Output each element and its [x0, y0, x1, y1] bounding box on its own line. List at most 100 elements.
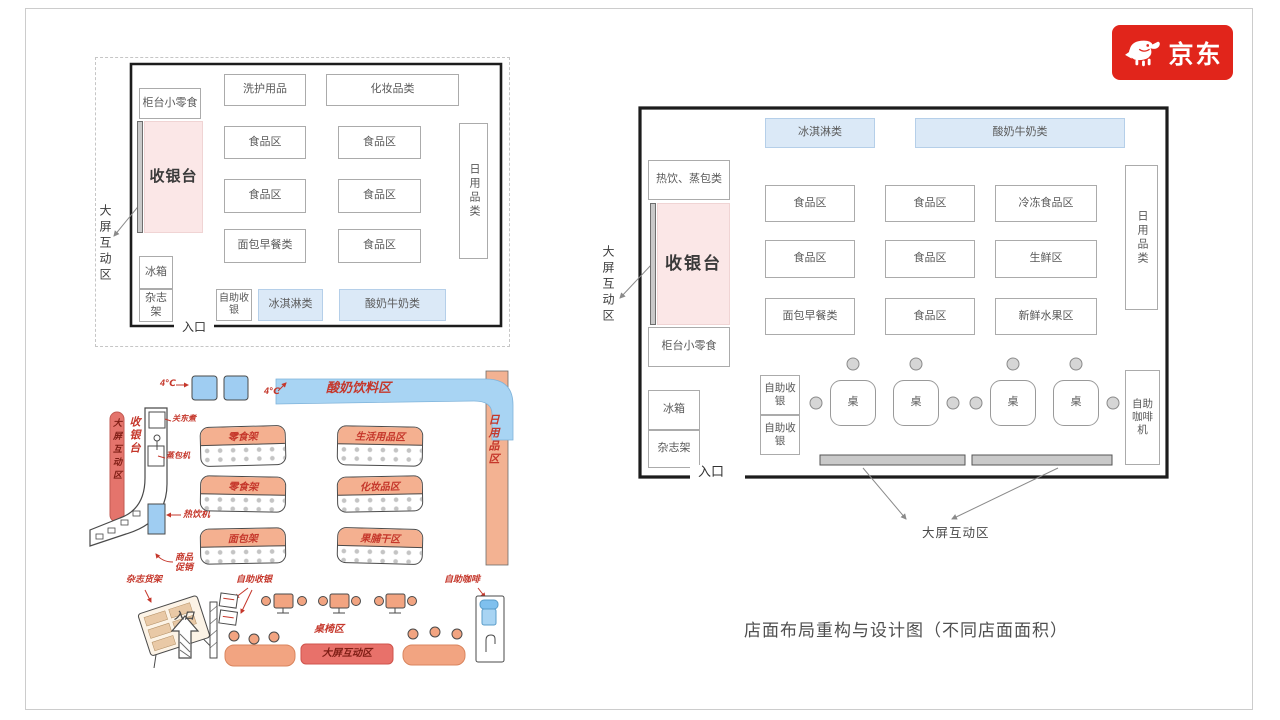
- fresh-food-box: 生鲜区: [995, 240, 1097, 278]
- screen-panel: [819, 454, 966, 466]
- daily-goods-box: 日用品类: [459, 123, 488, 259]
- cashier-box: 收银台: [144, 121, 203, 233]
- big-table: [224, 644, 296, 667]
- cashier-box: 收银台: [657, 203, 730, 325]
- life-goods-label: 生活用品区: [355, 431, 406, 444]
- self-checkout-box: 自助收银: [216, 289, 252, 321]
- food-box: 食品区: [765, 240, 855, 278]
- shelf-products: [200, 443, 286, 467]
- self-coffee-label: 自助咖啡: [444, 574, 481, 584]
- cashier-person: [153, 434, 161, 450]
- coffee-machine-drawing: [475, 595, 505, 663]
- entrance-label: 入口: [176, 320, 212, 334]
- counter-machine: [148, 411, 166, 429]
- big-table: [402, 644, 466, 666]
- screen-zone-box-label: 大屏互动区: [322, 648, 372, 659]
- dried-fruit-label: 果脯干区: [360, 533, 401, 546]
- self-checkout-box: 自助收银: [760, 415, 800, 455]
- cosmetics-box: 化妆品类: [326, 74, 459, 106]
- counter-snacks-box: 柜台小零食: [648, 327, 730, 367]
- annotation-arrows: [144, 382, 486, 614]
- oden-label: 关东煮: [172, 414, 196, 423]
- jd-brand-text: 京东: [1168, 40, 1223, 69]
- bread-breakfast-box: 面包早餐类: [765, 298, 855, 335]
- coffee-machine-box: 自助咖啡机: [1125, 370, 1160, 465]
- shelf-products: [338, 494, 423, 512]
- fridge-box: 冰箱: [139, 256, 173, 289]
- counter-machine: [147, 445, 165, 467]
- entrance-label: 入口: [690, 465, 732, 479]
- daily-goods-label: 日用品区: [487, 414, 499, 466]
- daily-goods-box: 日用品类: [1125, 165, 1158, 310]
- bread-shelf-label: 面包架: [227, 533, 258, 546]
- entrance-arrow: [170, 615, 200, 659]
- cashier-label: 收银台: [149, 167, 198, 185]
- jd-logo: 京东: [1112, 25, 1233, 80]
- screen-zone-box: [300, 643, 394, 665]
- sketch-drawing: [89, 370, 514, 668]
- toiletries-box: 洗护用品: [224, 74, 306, 106]
- store-wall: [129, 62, 503, 328]
- floorplan-large-walls: [619, 106, 1169, 520]
- snack-shelf-label: 零食架: [228, 481, 259, 494]
- snack-shelf-label: 零食架: [227, 431, 258, 444]
- table: 桌: [893, 380, 939, 426]
- self-checkout-box: 自助收银: [760, 375, 800, 415]
- cosmetics-shelf: 化妆品区: [336, 475, 424, 513]
- screen-zone-arrow: [619, 263, 653, 299]
- fridge-4c: [191, 375, 218, 401]
- dried-fruit-shelf: 果脯干区: [336, 526, 424, 566]
- barrier-pole: [209, 601, 218, 659]
- snack-shelf: 零食架: [199, 424, 287, 468]
- interactive-screen-bar: [137, 121, 143, 233]
- fridge-4c: [223, 375, 249, 401]
- cosmetics-label: 化妆品区: [359, 481, 400, 494]
- table: 桌: [990, 380, 1036, 426]
- stools: [228, 596, 463, 645]
- yogurt-drinks-label: 酸奶饮料区: [326, 380, 392, 395]
- promo-label: 商品促销: [174, 552, 193, 573]
- bread-shelf: 面包架: [199, 527, 287, 565]
- magazine-rack-label: 杂志货架: [126, 574, 163, 584]
- shelf-products: [200, 494, 285, 512]
- shelf-products: [201, 546, 286, 564]
- page-frame: [25, 8, 1253, 710]
- promo-items: [95, 510, 141, 540]
- cashier-label: 收银台: [665, 254, 722, 274]
- life-goods-shelf: 生活用品区: [336, 425, 424, 467]
- temp-label: 4℃: [160, 378, 176, 388]
- tables-chairs-label: 桌椅区: [314, 624, 344, 635]
- food-box: 食品区: [338, 229, 421, 263]
- bun-steamer-label: 蒸包机: [166, 451, 190, 460]
- screen-zone-label: 大屏互动区: [601, 245, 615, 325]
- yogurt-milk-box: 酸奶牛奶类: [915, 118, 1125, 148]
- ice-cream-box: 冰淇淋类: [258, 289, 323, 321]
- yogurt-milk-box: 酸奶牛奶类: [339, 289, 446, 321]
- daily-goods-label: 日用品类: [1136, 209, 1148, 266]
- food-box: 食品区: [885, 185, 975, 222]
- fresh-fruit-box: 新鲜水果区: [995, 298, 1097, 335]
- food-box: 食品区: [338, 179, 421, 213]
- store-wall: [638, 106, 1169, 479]
- magazine-rack-box: 杂志架: [139, 289, 173, 322]
- table: 桌: [1053, 380, 1099, 426]
- screen-zone-arrow: [862, 467, 907, 520]
- frozen-food-box: 冷冻食品区: [995, 185, 1097, 222]
- interactive-screen-bar: [650, 203, 656, 325]
- hand-drawn-sketch: 4℃ 4℃ 酸奶饮料区 日用品区 大屏互动区 收银台 关东煮 蒸包机 热饮机 商…: [88, 368, 528, 668]
- magazine-rack-box: 杂志架: [648, 430, 700, 468]
- hot-drink-machine: [147, 503, 166, 535]
- slide-caption: 店面布局重构与设计图（不同店面面积）: [744, 621, 1068, 640]
- screen-panel: [971, 454, 1113, 466]
- food-box: 食品区: [224, 179, 306, 213]
- temp-label: 4℃: [264, 386, 280, 396]
- food-box: 食品区: [765, 185, 855, 222]
- jd-dog-icon: [1125, 40, 1161, 66]
- self-checkout-label: 自助收银: [236, 574, 273, 584]
- food-box: 食品区: [885, 240, 975, 278]
- shelf-products: [337, 545, 422, 565]
- food-box: 食品区: [885, 298, 975, 335]
- ice-cream-box: 冰淇淋类: [765, 118, 875, 148]
- table: 桌: [830, 380, 876, 426]
